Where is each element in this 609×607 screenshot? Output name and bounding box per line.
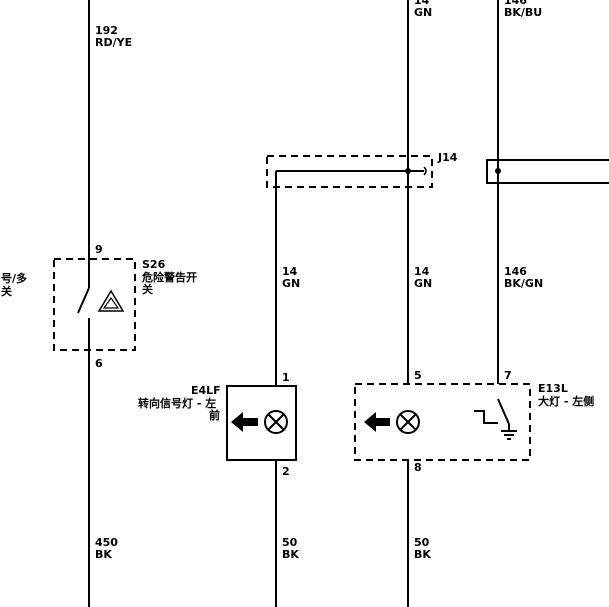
e4lf-arrow-left-icon bbox=[231, 412, 258, 432]
splice-j14-box[interactable] bbox=[266, 155, 433, 188]
e13l-pin-bottom: 8 bbox=[414, 461, 422, 474]
s26-pin-top: 9 bbox=[95, 243, 103, 256]
e13l-pin-top-left: 5 bbox=[414, 369, 422, 382]
connector-right-dot bbox=[495, 168, 501, 174]
e13l-wire-14-circuit: 14 bbox=[414, 265, 430, 278]
e13l-wire-146-color: BK/GN bbox=[504, 277, 543, 290]
e13l-name: 大灯 - 左侧 bbox=[538, 394, 594, 408]
e13l-wire-146-circuit: 146 bbox=[504, 265, 527, 278]
hazard-triangle-inner-icon bbox=[102, 296, 120, 309]
e13l-wire-14-color: GN bbox=[414, 277, 432, 290]
s26-name-line1: 危险警告开 bbox=[141, 270, 197, 284]
e4lf-name-line1: 转向信号灯 - 左 bbox=[138, 396, 216, 410]
wire-450-circuit: 450 bbox=[95, 536, 118, 549]
e13l-ground-color: BK bbox=[414, 548, 431, 561]
e4lf-wire-color: GN bbox=[282, 277, 300, 290]
s26-switch-box[interactable] bbox=[53, 258, 136, 351]
e4lf-ground-color: BK bbox=[282, 548, 299, 561]
e13l-ground-circuit: 50 bbox=[414, 536, 430, 549]
wire-192-color: RD/YE bbox=[95, 36, 132, 49]
e13l-bulb-cross-2 bbox=[399, 413, 417, 431]
e13l-arrow-left-icon bbox=[364, 412, 390, 432]
e4lf-name-line2: 前 bbox=[209, 408, 220, 422]
s26-pin-bottom: 6 bbox=[95, 357, 103, 370]
e4lf-id: E4LF bbox=[191, 384, 221, 397]
wire-14-color-top: GN bbox=[414, 6, 432, 19]
wire-192-circuit: 192 bbox=[95, 24, 118, 37]
s26-switch-contact bbox=[77, 287, 90, 314]
e4lf-ground-circuit: 50 bbox=[282, 536, 298, 549]
wire-146-circuit-top: 146 bbox=[504, 0, 527, 7]
e4lf-pin-top: 1 bbox=[282, 371, 290, 384]
splice-j14-dot bbox=[405, 168, 411, 174]
hazard-triangle-icon bbox=[97, 289, 125, 312]
e4lf-pin-bottom: 2 bbox=[282, 465, 290, 478]
cut-off-label-line2: 关 bbox=[1, 284, 12, 298]
s26-name-line2: 关 bbox=[142, 282, 153, 296]
e13l-pin-top-right: 7 bbox=[504, 369, 512, 382]
e4lf-bulb-cross-2 bbox=[267, 413, 285, 431]
e13l-id: E13L bbox=[538, 382, 568, 395]
wire-14-circuit-top: 14 bbox=[414, 0, 430, 7]
splice-j14-hook bbox=[423, 166, 427, 176]
cut-off-label-line1: 号/多 bbox=[1, 271, 27, 285]
wire-450-color: BK bbox=[95, 548, 112, 561]
connector-block-right[interactable] bbox=[486, 159, 609, 184]
e4lf-wire-circuit: 14 bbox=[282, 265, 298, 278]
s26-id: S26 bbox=[142, 258, 166, 271]
e13l-switch-blade bbox=[497, 398, 510, 425]
e13l-actuator bbox=[474, 410, 498, 424]
splice-j14-id: J14 bbox=[437, 151, 458, 164]
wire-146-color-top: BK/BU bbox=[504, 6, 542, 19]
